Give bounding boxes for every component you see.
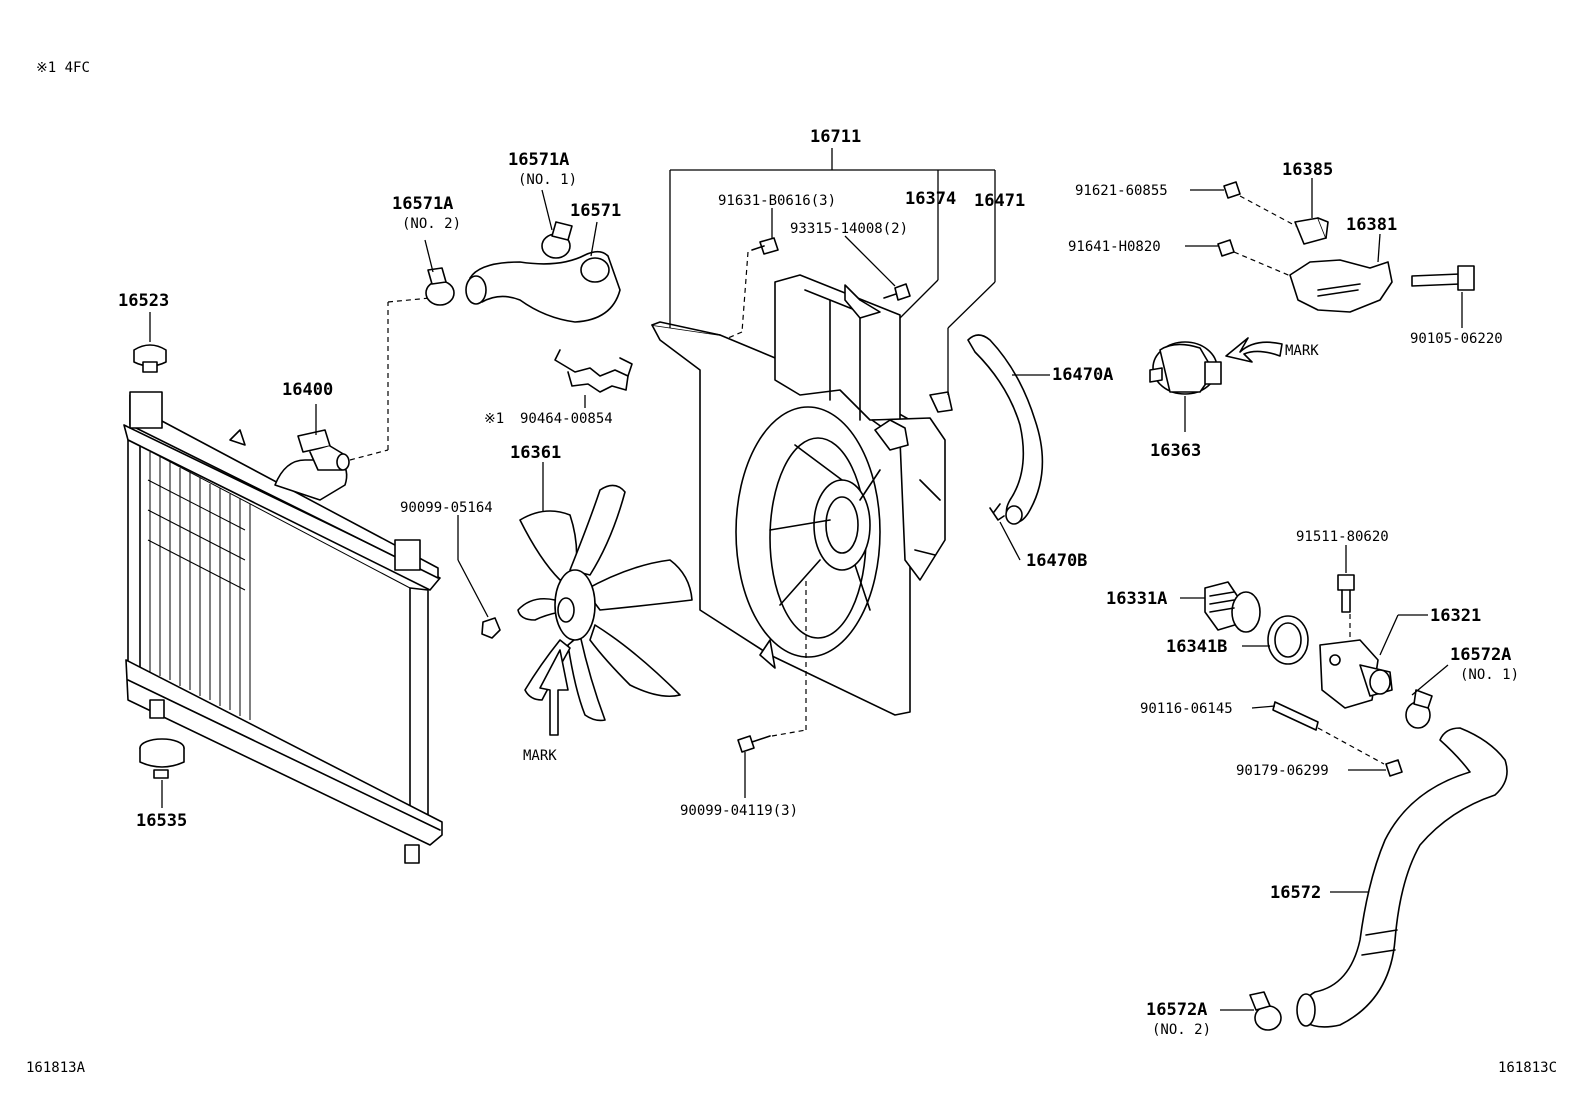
clip-90464-drawing	[554, 349, 633, 393]
label-90099-05164: 90099-05164	[400, 500, 493, 516]
label-16363: 16363	[1150, 441, 1201, 461]
bolt-90105-drawing	[1411, 265, 1475, 291]
label-16535: 16535	[136, 811, 187, 831]
gasket-16341B-drawing	[1267, 615, 1309, 665]
nut-90099-05164-drawing	[481, 617, 501, 639]
label-mark-motor: MARK	[1285, 343, 1319, 359]
label-16571A-no2: 16571A	[392, 194, 453, 214]
radiator-cap-drawing	[297, 429, 350, 471]
label-16572A-no2-sub: (NO. 2)	[1152, 1022, 1211, 1038]
label-16572: 16572	[1270, 883, 1321, 903]
radiator-drawing	[123, 391, 443, 864]
fan-16361-drawing	[517, 484, 693, 722]
label-16385: 16385	[1282, 160, 1333, 180]
label-16572A-no1: 16572A	[1450, 645, 1511, 665]
label-16374: 16374	[905, 189, 956, 209]
hose-16572-drawing	[1296, 727, 1508, 1028]
header-note: ※1 4FC	[36, 60, 90, 76]
label-16471: 16471	[974, 191, 1025, 211]
label-93315: 93315-14008(2)	[790, 221, 908, 237]
label-16331A: 16331A	[1106, 589, 1167, 609]
label-16572A-no2: 16572A	[1146, 1000, 1207, 1020]
label-16321: 16321	[1430, 606, 1481, 626]
nut-90179-drawing	[1385, 759, 1403, 777]
label-90179: 90179-06299	[1236, 763, 1329, 779]
label-90464: 90464-00854	[520, 411, 613, 427]
hose-16470A-drawing	[967, 334, 1044, 525]
label-91631: 91631-B0616(3)	[718, 193, 836, 209]
bracket-16381-drawing	[1289, 233, 1393, 313]
bolt-91511-drawing	[1337, 574, 1355, 613]
label-16341B: 16341B	[1166, 637, 1227, 657]
part-16535-drawing	[139, 738, 185, 779]
label-90105: 90105-06220	[1410, 331, 1503, 347]
label-90116: 90116-06145	[1140, 701, 1233, 717]
motor-16363-drawing	[1149, 341, 1222, 395]
housing-16321-drawing	[1319, 639, 1393, 709]
screw-91631-drawing	[751, 237, 779, 255]
label-91641: 91641-H0820	[1068, 239, 1161, 255]
label-16470B: 16470B	[1026, 551, 1087, 571]
clamp-16572A-no2-drawing	[1249, 991, 1282, 1031]
label-16523: 16523	[118, 291, 169, 311]
clamp-16571A-no1-drawing	[541, 221, 573, 259]
label-16470A: 16470A	[1052, 365, 1113, 385]
part-16385-drawing	[1294, 217, 1329, 245]
label-91511: 91511-80620	[1296, 529, 1389, 545]
bolt-91621-drawing	[1223, 181, 1241, 199]
label-90099-04119: 90099-04119(3)	[680, 803, 798, 819]
thermostat-16331A-drawing	[1204, 581, 1261, 633]
label-16571: 16571	[570, 201, 621, 221]
label-16571A-no1: 16571A	[508, 150, 569, 170]
label-91621: 91621-60855	[1075, 183, 1168, 199]
label-16361: 16361	[510, 443, 561, 463]
label-16571A-no1-sub: (NO. 1)	[518, 172, 577, 188]
bolt-91641-drawing	[1217, 239, 1235, 257]
shroud-16711-drawing	[651, 274, 953, 716]
clamp-16572A-no1-drawing	[1405, 689, 1433, 729]
upper-hose-drawing	[465, 250, 621, 323]
clip-16470B-drawing	[989, 503, 1005, 521]
label-16572A-no1-sub: (NO. 1)	[1460, 667, 1519, 683]
part-16523-drawing	[133, 344, 167, 373]
clamp-16571A-no2-drawing	[425, 267, 455, 306]
footer-right-code: 161813C	[1498, 1060, 1557, 1076]
label-90464-note: ※1	[484, 411, 504, 427]
label-16711: 16711	[810, 127, 861, 147]
label-mark-fan: MARK	[523, 748, 557, 764]
footer-left-code: 161813A	[26, 1060, 86, 1076]
label-16400: 16400	[282, 380, 333, 400]
screw-93315-drawing	[883, 283, 911, 301]
bolt-90099-04119-drawing	[737, 735, 771, 753]
label-16571A-no2-sub: (NO. 2)	[402, 216, 461, 232]
stud-90116-drawing	[1272, 701, 1319, 731]
label-16381: 16381	[1346, 215, 1397, 235]
